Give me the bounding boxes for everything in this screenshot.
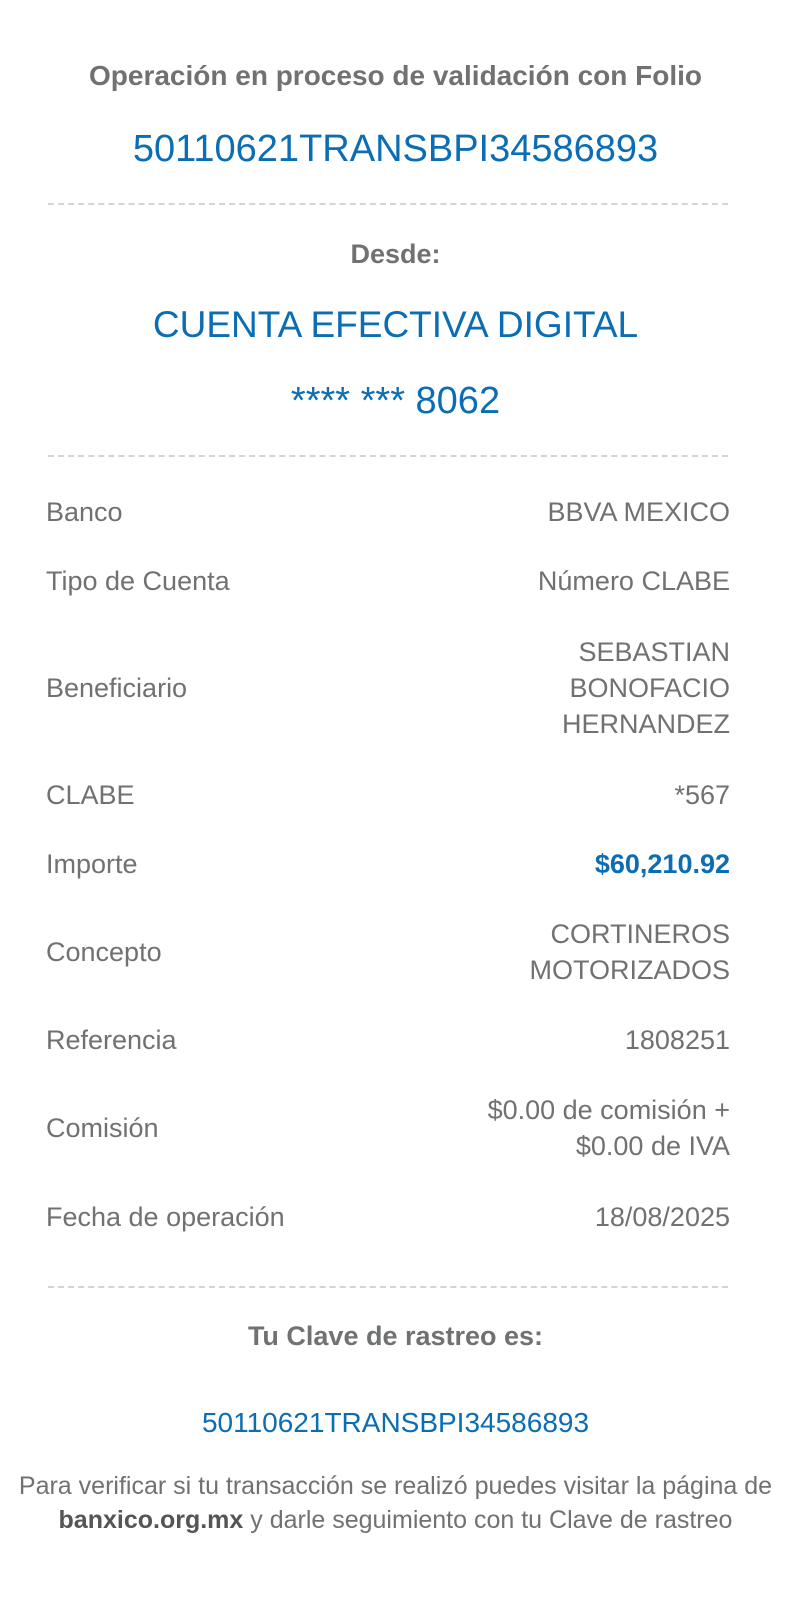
tracking-code: 50110621TRANSBPI34586893 bbox=[201, 1407, 590, 1438]
origin-label: Desde: bbox=[350, 239, 441, 269]
detail-value-line: $0.00 de comisión + bbox=[487, 1095, 730, 1125]
detail-row-reference: Referencia 1808251 bbox=[46, 1022, 730, 1058]
detail-value-line: 18/08/2025 bbox=[594, 1202, 730, 1232]
detail-label: Banco bbox=[46, 497, 123, 527]
detail-label: Concepto bbox=[46, 937, 162, 967]
detail-row-amount: Importe $60,210.92 bbox=[46, 846, 730, 882]
detail-row-beneficiary: Beneficiario SEBASTIAN BONOFACIO HERNANDEZ bbox=[46, 634, 730, 742]
banxico-link[interactable]: banxico.org.mx bbox=[58, 1506, 244, 1534]
detail-value-line: SEBASTIAN bbox=[578, 637, 730, 667]
detail-value-line: $0.00 de IVA bbox=[575, 1131, 730, 1161]
folio-number: 50110621TRANSBPI34586893 bbox=[132, 128, 659, 170]
detail-label: Comisión bbox=[46, 1113, 159, 1143]
detail-value-line: Número CLABE bbox=[537, 566, 730, 596]
detail-value: Número CLABE bbox=[538, 563, 730, 599]
detail-label: CLABE bbox=[46, 780, 135, 810]
detail-row-concept: Concepto CORTINEROS MOTORIZADOS bbox=[46, 916, 730, 988]
detail-value: 18/08/2025 bbox=[595, 1199, 730, 1235]
origin-account-number: **** *** 8062 bbox=[290, 380, 501, 422]
detail-row-operation-date: Fecha de operación 18/08/2025 bbox=[46, 1199, 730, 1235]
detail-row-commission: Comisión $0.00 de comisión + $0.00 de IVA bbox=[46, 1092, 730, 1164]
detail-value-line: $60,210.92 bbox=[594, 849, 730, 879]
detail-label: Importe bbox=[46, 849, 138, 879]
detail-value: CORTINEROS MOTORIZADOS bbox=[529, 916, 730, 988]
detail-row-bank: Banco BBVA MEXICO bbox=[46, 494, 730, 530]
detail-label: Fecha de operación bbox=[46, 1202, 285, 1232]
operation-status-title: Operación en proceso de validación con F… bbox=[88, 60, 703, 91]
detail-value: SEBASTIAN BONOFACIO HERNANDEZ bbox=[562, 634, 730, 742]
detail-value: 1808251 bbox=[625, 1022, 730, 1058]
detail-label: Beneficiario bbox=[46, 673, 188, 703]
detail-value: $60,210.92 bbox=[595, 846, 730, 882]
divider bbox=[48, 1286, 728, 1288]
tracking-note: Para verificar si tu transacción se real… bbox=[0, 1469, 791, 1537]
detail-value-line: BONOFACIO bbox=[569, 673, 730, 703]
tracking-title: Tu Clave de rastreo es: bbox=[247, 1321, 544, 1351]
detail-label: Tipo de Cuenta bbox=[46, 566, 230, 596]
origin-account-name: CUENTA EFECTIVA DIGITAL bbox=[152, 304, 639, 345]
detail-row-account-type: Tipo de Cuenta Número CLABE bbox=[46, 563, 730, 599]
detail-value-line: MOTORIZADOS bbox=[529, 955, 730, 985]
detail-value: *567 bbox=[674, 777, 730, 813]
divider bbox=[48, 203, 728, 205]
detail-value-line: BBVA MEXICO bbox=[547, 497, 730, 527]
detail-value-line: 1808251 bbox=[624, 1025, 730, 1055]
divider bbox=[48, 455, 728, 457]
detail-row-clabe: CLABE *567 bbox=[46, 777, 730, 813]
detail-value: BBVA MEXICO bbox=[547, 494, 730, 530]
detail-value-line: *567 bbox=[674, 780, 730, 810]
detail-value-line: CORTINEROS bbox=[550, 919, 730, 949]
detail-value: $0.00 de comisión + $0.00 de IVA bbox=[488, 1092, 730, 1164]
detail-label: Referencia bbox=[46, 1025, 177, 1055]
tracking-note-text: Para verificar si tu transacción se real… bbox=[18, 1472, 773, 1500]
detail-value-line: HERNANDEZ bbox=[561, 709, 730, 739]
tracking-note-text: y darle seguimiento con tu Clave de rast… bbox=[243, 1506, 733, 1534]
